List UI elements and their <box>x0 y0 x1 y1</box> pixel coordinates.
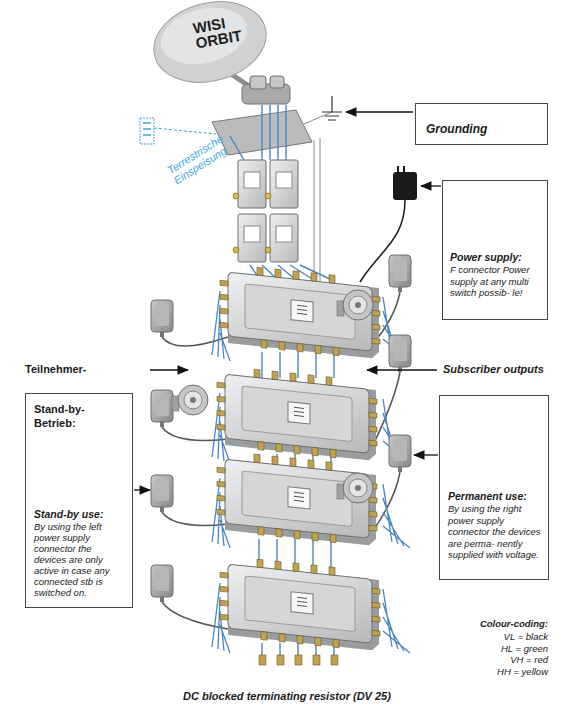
wall-plug <box>151 475 173 512</box>
side-label: Teilnehmer- <box>25 363 135 375</box>
amplifier <box>265 160 298 208</box>
power-prong <box>398 166 404 172</box>
multiswitch <box>220 555 380 652</box>
legend-text: VL = black <box>504 631 548 642</box>
permanent-callout: Permanent use:By using the right power s… <box>439 395 549 580</box>
lnb-horn <box>270 76 284 88</box>
legend-text: HH = yellow <box>497 666 548 677</box>
multiswitch <box>220 263 380 360</box>
leader-arrow <box>150 369 188 370</box>
wall-plug <box>151 300 173 337</box>
dc-block <box>337 290 373 320</box>
terrestrial-feed <box>154 128 216 134</box>
leader-arrow <box>134 489 150 490</box>
wall-plug <box>389 435 411 472</box>
legend-list: VL = blackHL = greenVH = redHH = yellow <box>430 631 548 677</box>
callout-heading: Grounding <box>426 122 539 136</box>
wall-plug <box>389 255 411 292</box>
power-callout: Power supply:F connector Power supply at… <box>442 180 548 320</box>
legend-entry: HH = yellow <box>430 666 548 678</box>
legend-entry: VH = red <box>430 654 548 666</box>
ground-symbol <box>322 96 342 120</box>
legend-text: HL = green <box>501 643 548 654</box>
standby-callout: Stand-by- Betrieb: Stand-by use:By using … <box>25 393 133 608</box>
callout-heading: Stand-by- Betrieb: <box>34 402 104 430</box>
dc-block <box>337 473 373 503</box>
terrestrial-antenna <box>140 118 154 144</box>
legend-entry: HL = green <box>430 643 548 655</box>
ground-callout: Grounding <box>415 103 548 145</box>
amplifier <box>233 160 266 208</box>
callout-text: By using the right power supply connecto… <box>448 503 543 561</box>
multiswitch <box>217 365 377 462</box>
terminating-resistor <box>259 655 338 665</box>
wall-plug <box>151 565 173 602</box>
dish-surface <box>150 0 275 88</box>
wall-plug <box>389 335 411 372</box>
lnb-horn <box>250 76 266 89</box>
leader-arrow <box>414 454 438 455</box>
callout-subheading: Stand-by use: <box>34 508 126 521</box>
callout-heading: Power supply: <box>450 251 542 264</box>
leader-arrow <box>367 369 437 370</box>
multiswitch <box>217 450 377 547</box>
dish-reflector: WISI ORBIT <box>150 0 275 88</box>
trunk-cable <box>230 105 286 160</box>
amplifier <box>233 214 266 262</box>
figure-caption: DC blocked terminating resistor (DV 25) <box>0 690 574 702</box>
callout-heading: Permanent use: <box>448 490 543 503</box>
legend-text: VH = red <box>510 654 548 665</box>
power-supply-unit <box>393 172 417 200</box>
leader-arrow <box>346 111 413 112</box>
amplifier <box>265 214 298 262</box>
legend-heading: Colour-coding: <box>430 618 548 629</box>
ground-wire <box>304 112 332 282</box>
callout-text: By using the left power supply connector… <box>34 521 126 598</box>
leader-arrow <box>421 185 441 186</box>
wall-plug <box>151 390 173 427</box>
callout-text: F connector Power supply at any multi sw… <box>450 264 542 299</box>
terrestrial-antenna-mark <box>143 123 151 135</box>
side-label: Subscriber outputs <box>443 363 558 375</box>
dc-block <box>172 385 208 415</box>
legend-entry: VL = black <box>430 631 548 643</box>
dish-highlight <box>155 0 253 73</box>
